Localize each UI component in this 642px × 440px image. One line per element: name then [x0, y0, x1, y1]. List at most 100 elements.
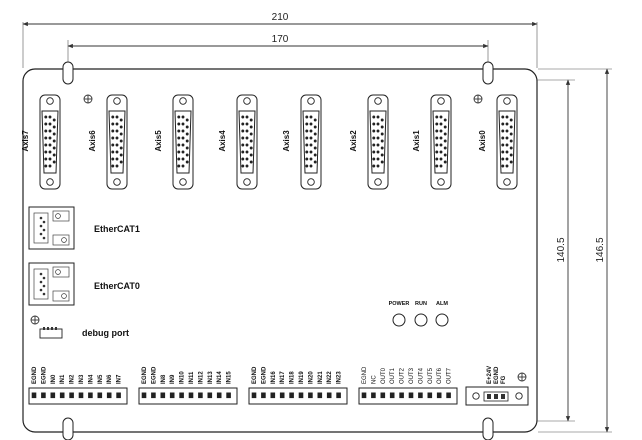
terminal-pin-label: IN5 — [98, 374, 104, 384]
terminal-pin-label: OUT1 — [390, 367, 396, 384]
terminal-pin-label: IN14 — [217, 371, 223, 384]
terminal-screw[interactable] — [251, 392, 257, 399]
terminal-screw[interactable] — [69, 392, 74, 399]
terminal-screw[interactable] — [408, 392, 414, 399]
terminal-pin-label: IN6 — [107, 374, 113, 384]
axis-connector-axis6[interactable] — [106, 94, 128, 190]
mounting-slot-top-right — [482, 61, 494, 85]
terminal-screw[interactable] — [361, 392, 367, 399]
terminal-screw[interactable] — [308, 392, 313, 399]
terminal-pin-label: IN19 — [299, 371, 305, 384]
terminal-pin-label: OUT3 — [409, 367, 415, 384]
terminal-screw[interactable] — [326, 392, 332, 399]
axis-connector-axis1[interactable] — [430, 94, 452, 190]
terminal-pin-label: OUT7 — [447, 367, 453, 384]
terminal-pin-label: IN23 — [337, 371, 343, 384]
terminal-pin-label: IN8 — [161, 374, 167, 384]
debug-port-connector[interactable] — [39, 327, 63, 339]
terminal-pin-label: IN12 — [198, 371, 204, 384]
terminal-screw[interactable] — [389, 392, 395, 399]
board-outline — [22, 68, 538, 433]
dimension-hole-spacing: 170 — [67, 34, 489, 49]
terminal-screw[interactable] — [427, 392, 433, 399]
power-pin-label: EGND — [494, 366, 500, 384]
dimension-hole-height: 140.5 — [556, 79, 571, 422]
axis-connector-axis3[interactable] — [300, 94, 322, 190]
terminal-screw[interactable] — [279, 392, 285, 399]
terminal-pin-label: IN18 — [290, 371, 296, 384]
terminal-screw[interactable] — [436, 392, 442, 399]
terminal-pin-label: IN13 — [208, 371, 214, 384]
axis-label-axis6: Axis6 — [88, 130, 97, 152]
terminal-pin-label: IN1 — [60, 374, 66, 384]
terminal-screw[interactable] — [380, 392, 386, 399]
ethercat0-label: EtherCAT0 — [94, 281, 140, 291]
terminal-pin-label: IN17 — [280, 371, 286, 384]
axis-label-axis5: Axis5 — [154, 130, 163, 152]
terminal-block-2[interactable] — [138, 387, 238, 405]
led-power: POWER — [389, 301, 409, 327]
terminal-screw[interactable] — [169, 392, 175, 399]
terminal-pin-label: IN2 — [70, 374, 76, 384]
terminal-pin-label: EGND — [151, 366, 157, 384]
terminal-screw[interactable] — [226, 392, 231, 399]
terminal-block-1[interactable] — [28, 387, 128, 405]
terminal-screw[interactable] — [317, 392, 323, 399]
terminal-screw[interactable] — [207, 392, 213, 399]
terminal-screw[interactable] — [151, 392, 156, 399]
terminal-screw[interactable] — [31, 392, 37, 399]
terminal-screw[interactable] — [88, 392, 93, 399]
terminal-pin-label: OUT0 — [381, 367, 387, 384]
ethercat1-port[interactable] — [28, 206, 75, 250]
terminal-screw[interactable] — [59, 392, 65, 399]
terminal-screw[interactable] — [97, 392, 103, 399]
axis-connector-axis2[interactable] — [367, 94, 389, 190]
terminal-screw[interactable] — [371, 392, 376, 399]
terminal-block-3[interactable] — [248, 387, 348, 405]
axis-connector-axis4[interactable] — [236, 94, 258, 190]
axis-connector-axis5[interactable] — [172, 94, 194, 190]
ground-symbol-top-left — [83, 94, 93, 104]
mounting-slot-bottom-left — [62, 417, 74, 440]
terminal-screw[interactable] — [116, 392, 121, 399]
terminal-screw[interactable] — [41, 392, 46, 399]
power-pin-label: E+24V — [487, 366, 493, 384]
ethercat0-port[interactable] — [28, 262, 75, 306]
mounting-slot-bottom-right — [482, 417, 494, 440]
terminal-screw[interactable] — [261, 392, 266, 399]
terminal-screw[interactable] — [106, 392, 112, 399]
axis-label-axis4: Axis4 — [218, 130, 227, 152]
terminal-screw[interactable] — [298, 392, 304, 399]
led-run: RUN — [414, 301, 428, 327]
terminal-screw[interactable] — [216, 392, 222, 399]
terminal-screw[interactable] — [198, 392, 203, 399]
terminal-screw[interactable] — [270, 392, 276, 399]
led-alm-label: ALM — [436, 301, 448, 307]
terminal-screw[interactable] — [418, 392, 423, 399]
power-terminal-block[interactable] — [465, 386, 529, 406]
terminal-screw[interactable] — [78, 392, 84, 399]
terminal-screw[interactable] — [289, 392, 294, 399]
terminal-screw[interactable] — [336, 392, 341, 399]
led-alm: ALM — [435, 301, 449, 327]
terminal-screw[interactable] — [50, 392, 56, 399]
axis-label-axis7: Axis7 — [21, 130, 30, 152]
terminal-screw[interactable] — [179, 392, 184, 399]
dim-label-overall-height: 146.5 — [595, 237, 606, 262]
terminal-pin-label: IN10 — [180, 371, 186, 384]
terminal-pin-label: IN20 — [308, 371, 314, 384]
terminal-screw[interactable] — [399, 392, 404, 399]
dimension-overall-height: 146.5 — [595, 68, 610, 433]
ethercat1-label: EtherCAT1 — [94, 224, 140, 234]
terminal-pin-label: IN9 — [170, 374, 176, 384]
axis-connector-axis0[interactable] — [496, 94, 518, 190]
terminal-screw[interactable] — [160, 392, 166, 399]
terminal-screw[interactable] — [188, 392, 194, 399]
terminal-block-4[interactable] — [358, 387, 458, 405]
terminal-screw[interactable] — [446, 392, 451, 399]
ground-symbol-debug — [30, 315, 40, 325]
axis-connector-axis7[interactable] — [39, 94, 61, 190]
terminal-screw[interactable] — [141, 392, 147, 399]
terminal-pin-label: IN15 — [227, 371, 233, 384]
debug-port-label: debug port — [82, 328, 129, 338]
